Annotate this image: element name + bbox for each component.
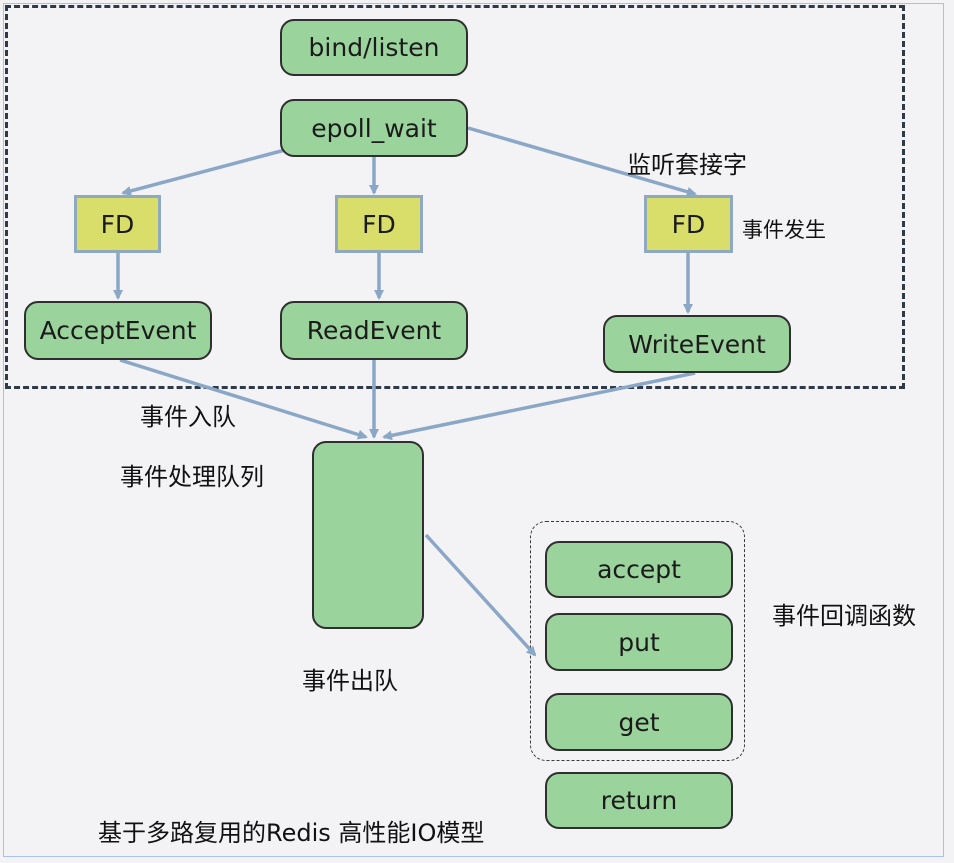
callback-get-node: get (545, 693, 733, 751)
callback-functions-label: 事件回调函数 (772, 602, 916, 630)
enqueue-label: 事件入队 (140, 403, 236, 431)
callback-accept-node: accept (545, 541, 733, 598)
fd-box-3: FD (644, 195, 733, 253)
arrow-queue-to-callbacks (424, 533, 537, 657)
event-loop-frame (5, 5, 905, 389)
arrow-accept-to-queue (119, 358, 368, 440)
event-occurs-label: 事件发生 (742, 218, 826, 242)
event-queue (312, 441, 424, 629)
listen-socket-label: 监听套接字 (627, 151, 747, 179)
outer-frame (3, 3, 944, 857)
return-node: return (545, 772, 733, 829)
accept-event-node: AcceptEvent (24, 301, 212, 360)
callback-put-node: put (545, 613, 733, 671)
fd-box-2: FD (335, 195, 423, 253)
arrow-epoll-to-fd1 (121, 148, 286, 196)
dequeue-label: 事件出队 (302, 667, 398, 695)
fd-box-1: FD (74, 195, 161, 253)
write-event-node: WriteEvent (603, 315, 791, 373)
arrow-epoll-to-fd3 (467, 126, 697, 197)
read-event-node: ReadEvent (280, 301, 468, 360)
callback-group-frame (530, 521, 745, 761)
arrow-write-to-queue (382, 371, 696, 441)
bind-listen-node: bind/listen (280, 19, 468, 76)
queue-label: 事件处理队列 (120, 463, 264, 491)
epoll-wait-node: epoll_wait (280, 99, 468, 157)
diagram-caption: 基于多路复用的Redis 高性能IO模型 (98, 819, 485, 847)
